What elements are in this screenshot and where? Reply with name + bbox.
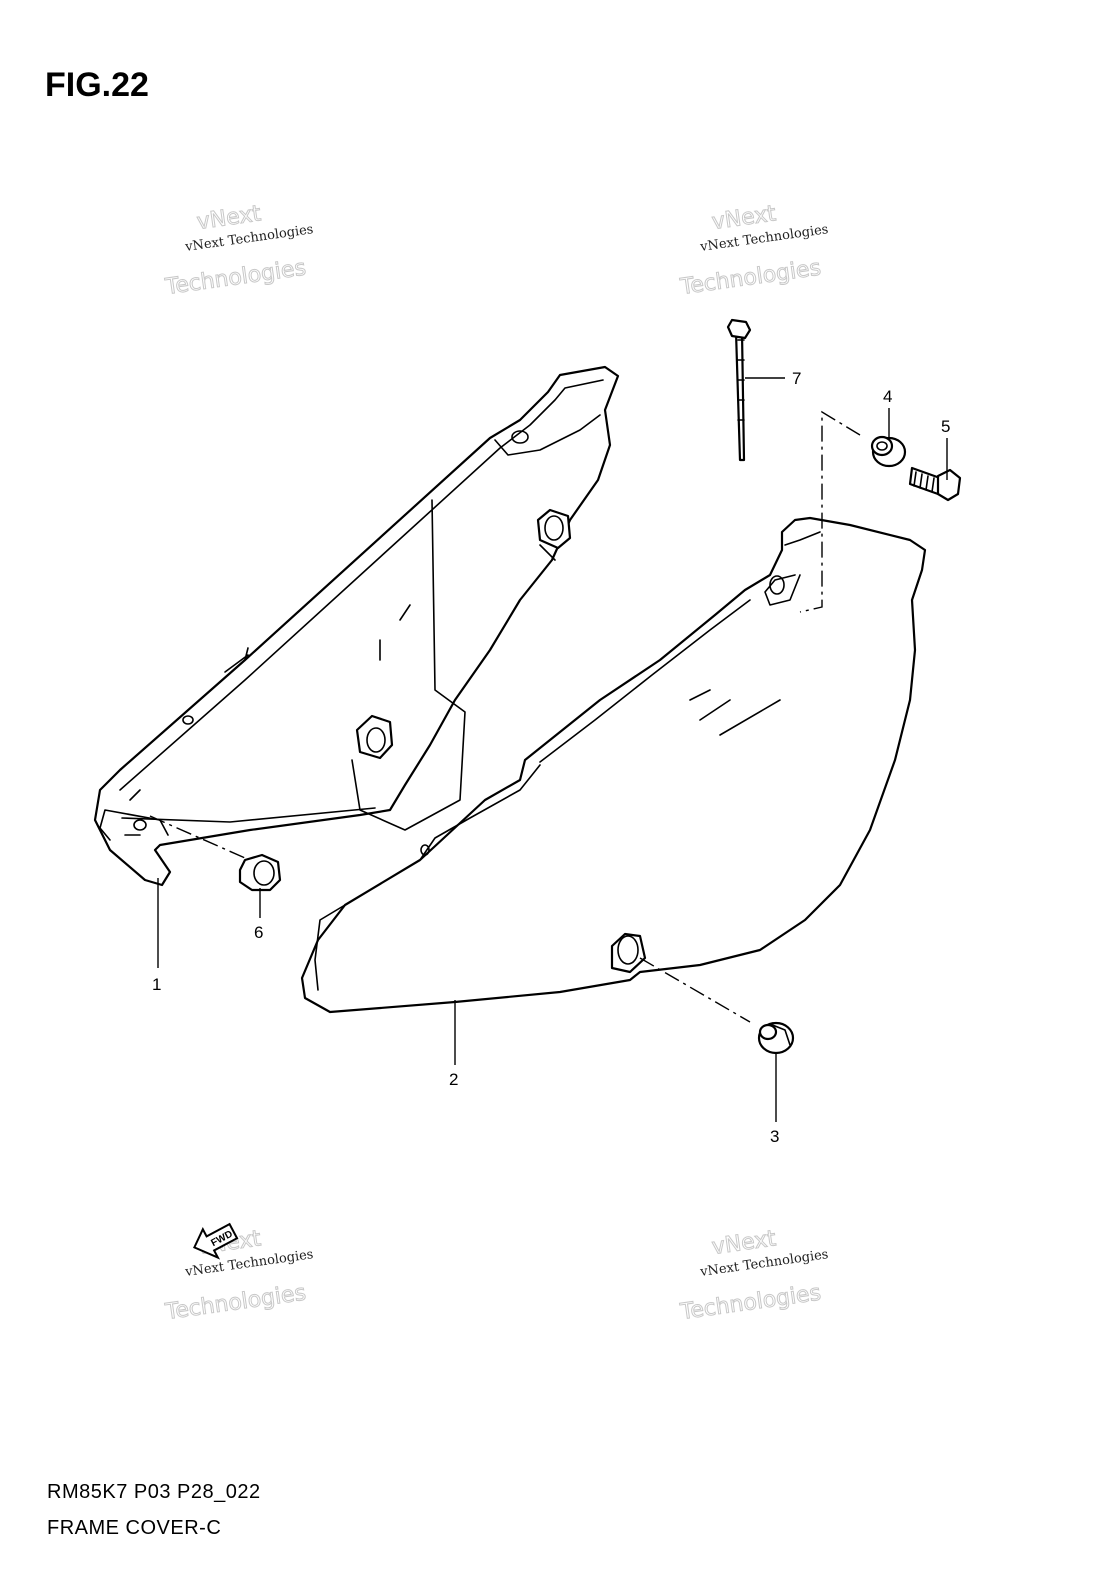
alignment-line-3 [639,957,751,1023]
watermark-text-big: Technologies [678,256,822,301]
watermark-text-big: Technologies [163,256,307,301]
part-5-bolt [908,466,962,502]
alignment-line-4 [799,410,861,613]
diagram-name: FRAME COVER-C [47,1517,222,1539]
part-3-fastener [757,1021,795,1055]
callout-6: 6 [254,923,263,942]
watermark-bottom-left: Technologies vNext vNext Technologies [163,1226,315,1326]
figure-title: FIG.22 [45,66,149,104]
watermark-bottom-right: Technologies vNext vNext Technologies [678,1226,830,1326]
part-4-grommet [870,435,907,468]
watermark-text-big: Technologies [163,1281,307,1326]
callout-2: 2 [449,1070,458,1089]
part-2-frame-cover-outer [300,516,927,1014]
watermark-text-big: Technologies [678,1281,822,1326]
part-1-frame-cover-inner [93,365,620,887]
callout-1: 1 [152,975,161,994]
part-7-cable-tie [726,318,752,462]
watermark-top-left: Technologies vNext vNext Technologies [163,201,315,301]
callout-7: 7 [792,369,801,388]
forward-arrow-icon: FWD [193,1222,239,1260]
alignment-line-6 [149,815,246,859]
part-6-grommet [238,853,282,892]
callout-4: 4 [883,387,892,406]
watermark-top-right: Technologies vNext vNext Technologies [678,201,830,301]
callout-3: 3 [770,1127,779,1146]
diagram-code: RM85K7 P03 P28_022 [47,1481,261,1503]
callout-5: 5 [941,417,950,436]
